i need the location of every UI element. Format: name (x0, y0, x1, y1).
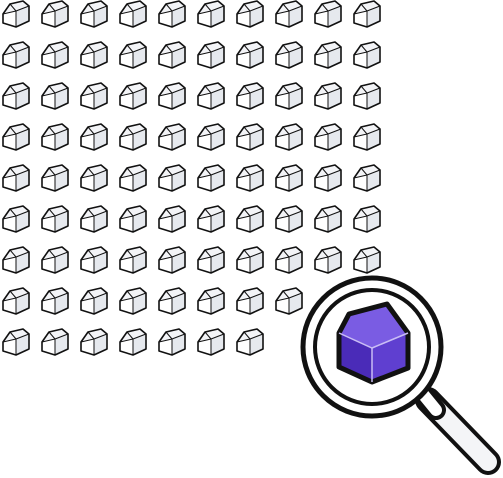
house-icon (41, 41, 69, 69)
house-icon (2, 287, 30, 315)
house-icon (80, 246, 108, 274)
house-icon (158, 82, 186, 110)
highlighted-house-icon (336, 301, 411, 385)
house-icon (41, 0, 69, 28)
house-icon (353, 82, 381, 110)
house-icon (197, 287, 225, 315)
house-icon (275, 0, 303, 28)
house-icon (353, 0, 381, 28)
house-icon (119, 0, 147, 28)
house-icon (119, 328, 147, 356)
house-icon (197, 41, 225, 69)
house-icon (314, 123, 342, 151)
house-icon (80, 82, 108, 110)
house-icon (158, 246, 186, 274)
house-icon (197, 328, 225, 356)
house-icon (2, 328, 30, 356)
house-icon (275, 41, 303, 69)
house-icon (314, 0, 342, 28)
house-icon (353, 123, 381, 151)
house-icon (158, 164, 186, 192)
house-icon (80, 328, 108, 356)
house-icon (197, 0, 225, 28)
house-icon (80, 0, 108, 28)
house-icon (236, 246, 264, 274)
house-icon (2, 123, 30, 151)
house-icon (2, 246, 30, 274)
house-icon (2, 0, 30, 28)
house-icon (197, 205, 225, 233)
house-icon (158, 0, 186, 28)
house-icon (275, 164, 303, 192)
house-icon (41, 123, 69, 151)
house-icon (41, 164, 69, 192)
house-icon (2, 205, 30, 233)
house-icon (353, 41, 381, 69)
house-icon (158, 123, 186, 151)
magnifying-glass-icon (300, 275, 501, 475)
house-icon (41, 246, 69, 274)
house-icon (275, 123, 303, 151)
house-icon (314, 82, 342, 110)
house-icon (41, 82, 69, 110)
house-icon (314, 246, 342, 274)
house-icon (236, 164, 264, 192)
house-icon (119, 164, 147, 192)
house-icon (275, 82, 303, 110)
house-icon (119, 205, 147, 233)
house-icon (158, 287, 186, 315)
house-icon (353, 205, 381, 233)
house-icon (41, 328, 69, 356)
house-icon (2, 82, 30, 110)
house-icon (119, 123, 147, 151)
house-icon (80, 287, 108, 315)
house-icon (314, 205, 342, 233)
house-icon (41, 205, 69, 233)
house-icon (158, 205, 186, 233)
house-icon (353, 164, 381, 192)
house-icon (119, 41, 147, 69)
house-icon (41, 287, 69, 315)
house-icon (236, 123, 264, 151)
magnifier-handle (408, 378, 501, 475)
house-icon (2, 41, 30, 69)
house-icon (80, 205, 108, 233)
house-icon (197, 246, 225, 274)
house-icon (197, 164, 225, 192)
house-icon (80, 164, 108, 192)
house-icon (275, 205, 303, 233)
house-icon (236, 41, 264, 69)
house-icon (197, 82, 225, 110)
house-icon (314, 164, 342, 192)
house-icon (158, 41, 186, 69)
house-icon (2, 164, 30, 192)
house-icon (80, 41, 108, 69)
house-icon (353, 246, 381, 274)
house-icon (119, 287, 147, 315)
house-icon (236, 205, 264, 233)
house-icon (236, 328, 264, 356)
house-icon (275, 287, 303, 315)
house-icon (236, 287, 264, 315)
house-icon (236, 0, 264, 28)
house-icon (236, 82, 264, 110)
house-icon (158, 328, 186, 356)
house-icon (314, 41, 342, 69)
house-icon (80, 123, 108, 151)
house-icon (197, 123, 225, 151)
house-icon (119, 82, 147, 110)
house-icon (119, 246, 147, 274)
house-icon (275, 246, 303, 274)
